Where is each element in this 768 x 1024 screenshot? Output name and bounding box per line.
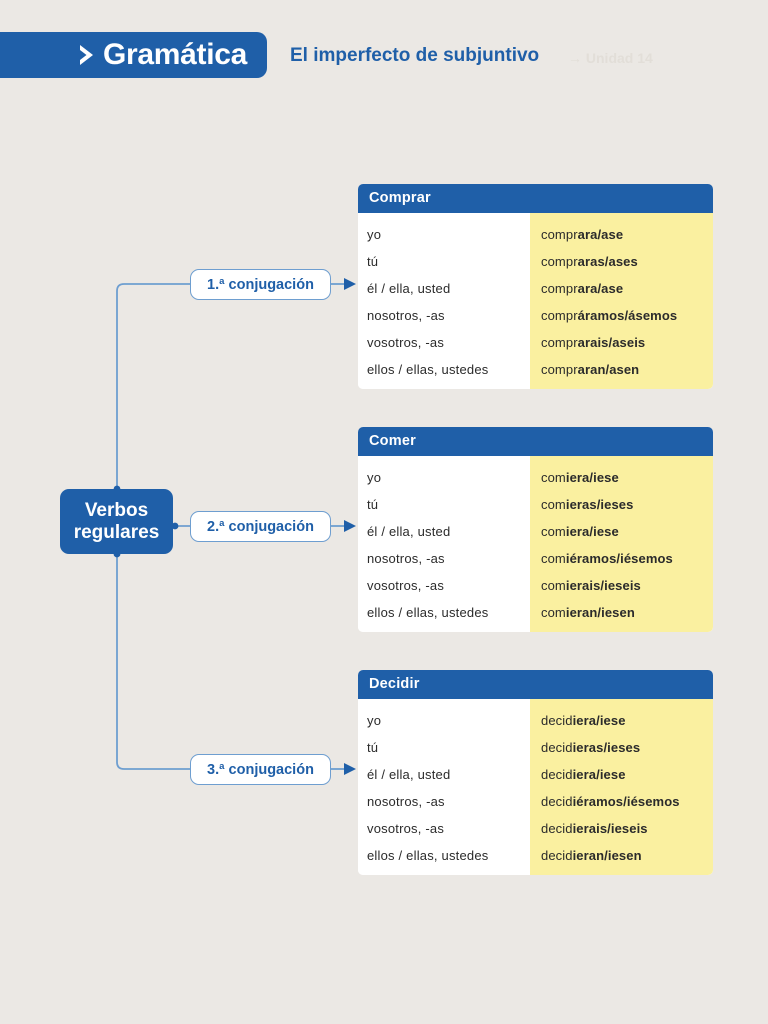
- verb-ending: ieras/ieses: [572, 740, 641, 755]
- verb-ending: iera/iese: [565, 470, 619, 485]
- verb-stem: decid: [541, 794, 573, 809]
- verb-ending: áramos/ásemos: [577, 308, 678, 323]
- verb-form-cell: comierais/ieseis: [541, 572, 713, 599]
- verb-ending: ierais/ieseis: [565, 578, 641, 593]
- pronoun-cell: ellos / ellas, ustedes: [367, 848, 489, 863]
- verb-form-cell: compraran/asen: [541, 356, 713, 383]
- pronoun-cell: tú: [367, 740, 379, 755]
- verb-stem: com: [541, 470, 566, 485]
- verb-ending: arais/aseis: [577, 335, 646, 350]
- verb-ending: ierais/ieseis: [572, 821, 648, 836]
- pronoun-cell: yo: [367, 470, 382, 485]
- form-column: comiera/iese comieras/ieses comiera/iese…: [530, 456, 713, 632]
- verb-form-cell: comiera/iese: [541, 464, 713, 491]
- unit-reference: → Unidad 14: [568, 50, 653, 66]
- root-node-verbos-regulares[interactable]: Verbos regulares: [60, 489, 173, 554]
- pronoun-cell: yo: [367, 713, 382, 728]
- root-node-line1: Verbos: [84, 500, 149, 522]
- verb-stem: compr: [541, 335, 578, 350]
- pronoun-cell: él / ella, usted: [367, 524, 451, 539]
- banner-label: Gramática: [103, 38, 248, 71]
- pronoun-cell: vosotros, -as: [367, 335, 445, 350]
- verb-stem: decid: [541, 767, 573, 782]
- pronoun-cell: tú: [367, 254, 379, 269]
- pronoun-cell: nosotros, -as: [367, 308, 445, 323]
- verb-stem: com: [541, 551, 566, 566]
- verb-ending: ieran/iesen: [565, 605, 635, 620]
- verb-form-cell: comprarais/aseis: [541, 329, 713, 356]
- pronoun-column: yo tú él / ella, usted nosotros, -as vos…: [358, 699, 530, 869]
- pronoun-cell: nosotros, -as: [367, 551, 445, 566]
- pronoun-column: yo tú él / ella, usted nosotros, -as vos…: [358, 213, 530, 383]
- verb-form-cell: compraras/ases: [541, 248, 713, 275]
- pronoun-cell: nosotros, -as: [367, 794, 445, 809]
- verb-ending: aras/ases: [577, 254, 638, 269]
- verb-form-cell: comiéramos/iésemos: [541, 545, 713, 572]
- pronoun-cell: tú: [367, 497, 379, 512]
- play-chevron-icon: [80, 45, 93, 65]
- verb-stem: decid: [541, 848, 573, 863]
- verb-stem: com: [541, 605, 566, 620]
- verb-stem: compr: [541, 281, 578, 296]
- verb-stem: decid: [541, 713, 573, 728]
- verb-stem: decid: [541, 740, 573, 755]
- verb-ending: ara/ase: [577, 227, 624, 242]
- verb-ending: ieras/ieses: [565, 497, 634, 512]
- verb-ending: iera/iese: [572, 767, 626, 782]
- verb-form-cell: comprara/ase: [541, 275, 713, 302]
- verb-ending: iera/iese: [565, 524, 619, 539]
- verb-stem: compr: [541, 308, 578, 323]
- branch-label-3[interactable]: 3.ª conjugación: [190, 754, 331, 785]
- pronoun-cell: ellos / ellas, ustedes: [367, 605, 489, 620]
- verb-stem: compr: [541, 362, 578, 377]
- form-column: decidiera/iese decidieras/ieses decidier…: [530, 699, 713, 875]
- verb-stem: com: [541, 524, 566, 539]
- verb-stem: com: [541, 578, 566, 593]
- branch-label-2[interactable]: 2.ª conjugación: [190, 511, 331, 542]
- form-column: comprara/ase compraras/ases comprara/ase…: [530, 213, 713, 389]
- verb-form-cell: comprara/ase: [541, 221, 713, 248]
- verb-table-title: Comprar: [358, 184, 713, 213]
- verb-stem: com: [541, 497, 566, 512]
- verb-form-cell: decidiéramos/iésemos: [541, 788, 713, 815]
- verb-ending: ieran/iesen: [572, 848, 642, 863]
- verb-ending: ara/ase: [577, 281, 624, 296]
- verb-table-comer: Comer yo tú él / ella, usted nosotros, -…: [358, 427, 713, 632]
- page-subtitle: El imperfecto de subjuntivo: [290, 45, 540, 66]
- verb-form-cell: decidiera/iese: [541, 707, 713, 734]
- verb-form-cell: compráramos/ásemos: [541, 302, 713, 329]
- verb-form-cell: decidierais/ieseis: [541, 815, 713, 842]
- verb-form-cell: decidieras/ieses: [541, 734, 713, 761]
- verb-form-cell: decidiera/iese: [541, 761, 713, 788]
- verb-form-cell: comieras/ieses: [541, 491, 713, 518]
- verb-stem: compr: [541, 227, 578, 242]
- pronoun-cell: vosotros, -as: [367, 578, 445, 593]
- branch-label-1[interactable]: 1.ª conjugación: [190, 269, 331, 300]
- verb-form-cell: comieran/iesen: [541, 599, 713, 626]
- pronoun-cell: yo: [367, 227, 382, 242]
- verb-form-cell: decidieran/iesen: [541, 842, 713, 869]
- verb-table-title: Comer: [358, 427, 713, 456]
- root-node-line2: regulares: [73, 521, 160, 543]
- verb-table-title: Decidir: [358, 670, 713, 699]
- verb-table-comprar: Comprar yo tú él / ella, usted nosotros,…: [358, 184, 713, 389]
- verb-stem: decid: [541, 821, 573, 836]
- verb-ending: aran/asen: [577, 362, 640, 377]
- pronoun-cell: él / ella, usted: [367, 767, 451, 782]
- verb-ending: iera/iese: [572, 713, 626, 728]
- verb-ending: iéramos/iésemos: [572, 794, 680, 809]
- verb-table-decidir: Decidir yo tú él / ella, usted nosotros,…: [358, 670, 713, 875]
- pronoun-cell: él / ella, usted: [367, 281, 451, 296]
- verb-stem: compr: [541, 254, 578, 269]
- pronoun-column: yo tú él / ella, usted nosotros, -as vos…: [358, 456, 530, 626]
- verb-ending: iéramos/iésemos: [565, 551, 673, 566]
- gramatica-banner: Gramática: [0, 32, 268, 78]
- pronoun-cell: ellos / ellas, ustedes: [367, 362, 489, 377]
- verb-form-cell: comiera/iese: [541, 518, 713, 545]
- pronoun-cell: vosotros, -as: [367, 821, 445, 836]
